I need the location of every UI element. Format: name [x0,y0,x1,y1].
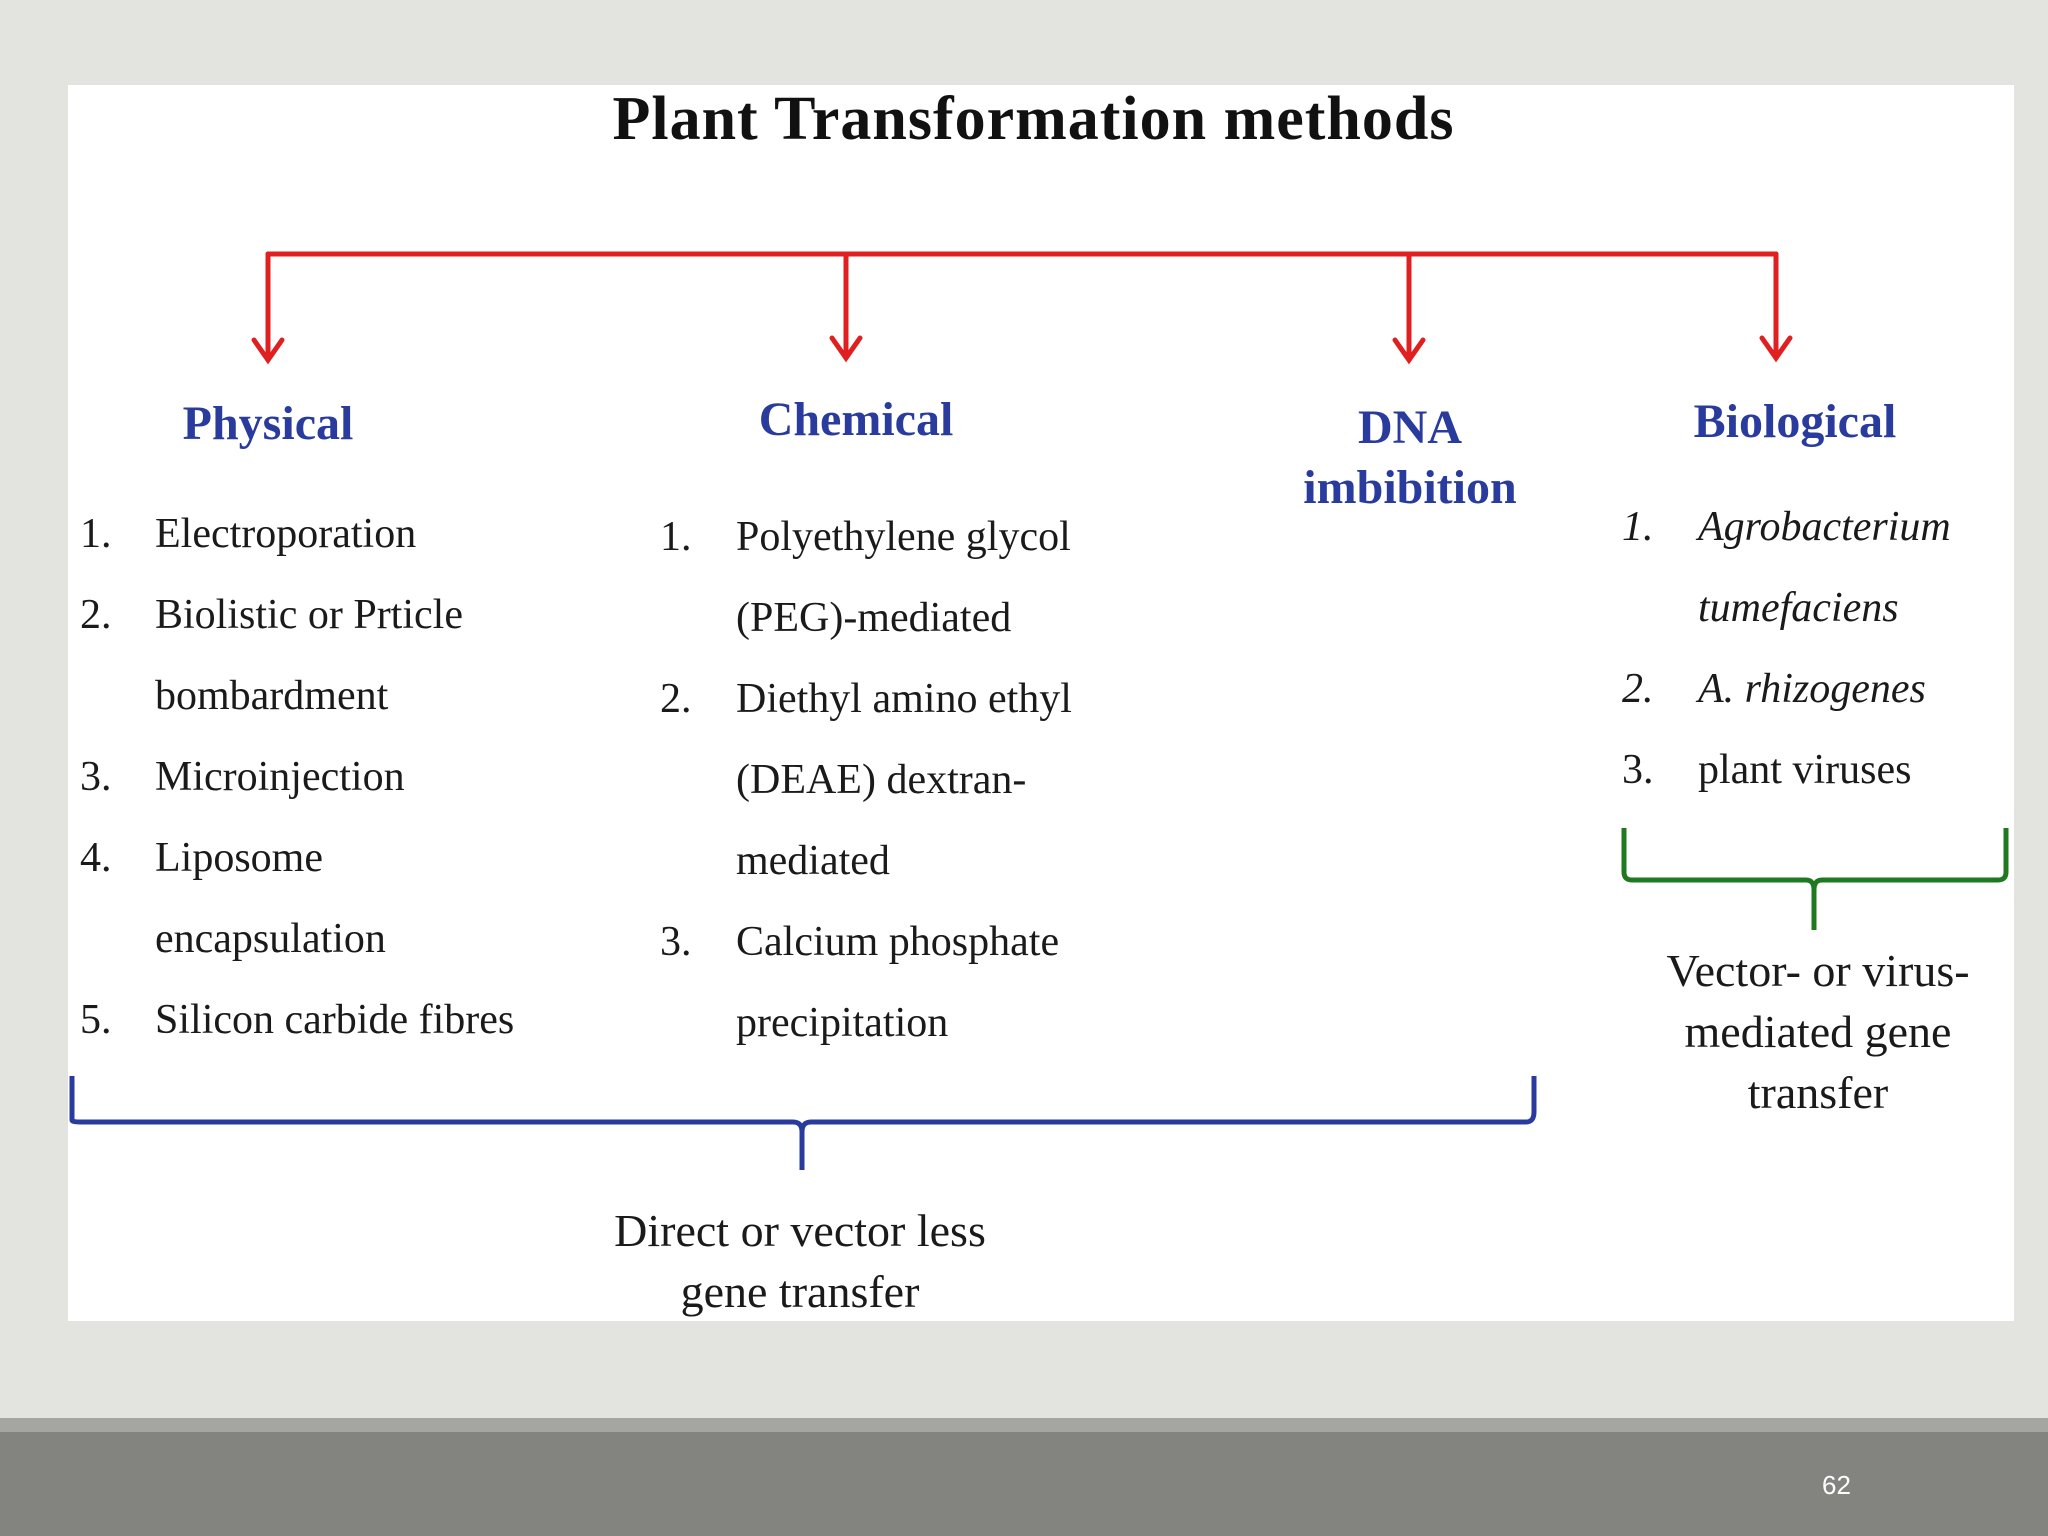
list-item: 1. Electroporation [80,494,600,575]
biological-list: 1. Agrobacterium tumefaciens 2. A. rhizo… [1622,487,2002,811]
item-number: 3. [80,754,112,800]
item-number: 4. [80,835,112,881]
heading-dna-line1: DNA [1358,401,1462,454]
item-text: Calcium phosphate precipitation [736,919,1060,1046]
slide-panel [68,85,2014,1321]
direct-transfer-brace [69,1076,1537,1170]
item-text: Electroporation [155,511,417,557]
physical-list: 1. Electroporation 2. Biolistic or Prtic… [80,494,600,1061]
item-text: Biolistic or Prticle bombardment [155,592,463,719]
vector-transfer-brace [1621,828,2009,930]
footer-bar [0,1418,2048,1536]
item-text: Agrobacterium tumefaciens [1698,504,1951,631]
list-item: 3. Calcium phosphate precipitation [660,902,1180,1064]
heading-chemical: Chemical [758,393,954,446]
list-item: 2. Biolistic or Prticle bombardment [80,575,600,737]
direct-transfer-caption-line2: gene transfer [680,1266,920,1317]
list-item: 2. Diethyl amino ethyl (DEAE) dextran-me… [660,659,1180,902]
item-text: Diethyl amino ethyl (DEAE) dextran-media… [736,676,1072,884]
list-item: 1. Agrobacterium tumefaciens [1622,487,2002,649]
arrow-physical [251,251,285,365]
arrow-biological [1759,251,1793,363]
heading-dna-line2: imbibition [1303,461,1517,514]
tree-arrows [251,251,1793,365]
item-number: 5. [80,997,112,1043]
arrow-dna [1392,251,1426,365]
item-text: Polyethylene glycol (PEG)-mediated [736,514,1071,641]
item-number: 3. [1622,747,1654,793]
vector-transfer-caption-line1: Vector- or virus- [1666,945,1970,996]
item-number: 2. [80,592,112,638]
list-item: 1. Polyethylene glycol (PEG)-mediated [660,497,1180,659]
list-item: 3. Microinjection [80,737,600,818]
vector-transfer-caption-line2: mediated gene [1684,1006,1952,1057]
item-text: plant viruses [1698,747,1912,793]
heading-biological: Biological [1693,395,1897,448]
item-text: Liposome encapsulation [155,835,386,962]
item-number: 2. [1622,666,1654,712]
item-number: 3. [660,919,692,965]
list-item: 2. A. rhizogenes [1622,649,2002,730]
list-item: 5. Silicon carbide fibres [80,980,600,1061]
item-number: 1. [1622,504,1654,550]
item-number: 1. [660,514,692,560]
item-number: 2. [660,676,692,722]
item-number: 1. [80,511,112,557]
page-number: 62 [1822,1470,1851,1500]
arrow-chemical [829,251,863,363]
heading-physical: Physical [182,397,354,450]
direct-transfer-caption-line1: Direct or vector less [614,1205,986,1256]
page-title: Plant Transformation methods [612,85,1455,153]
item-text: Microinjection [155,754,405,800]
vector-transfer-caption-line3: transfer [1747,1067,1889,1118]
item-text: Silicon carbide fibres [155,997,515,1043]
chemical-list: 1. Polyethylene glycol (PEG)-mediated 2.… [660,497,1180,1064]
item-text: A. rhizogenes [1698,666,1926,712]
list-item: 4. Liposome encapsulation [80,818,600,980]
list-item: 3. plant viruses [1622,730,2002,811]
